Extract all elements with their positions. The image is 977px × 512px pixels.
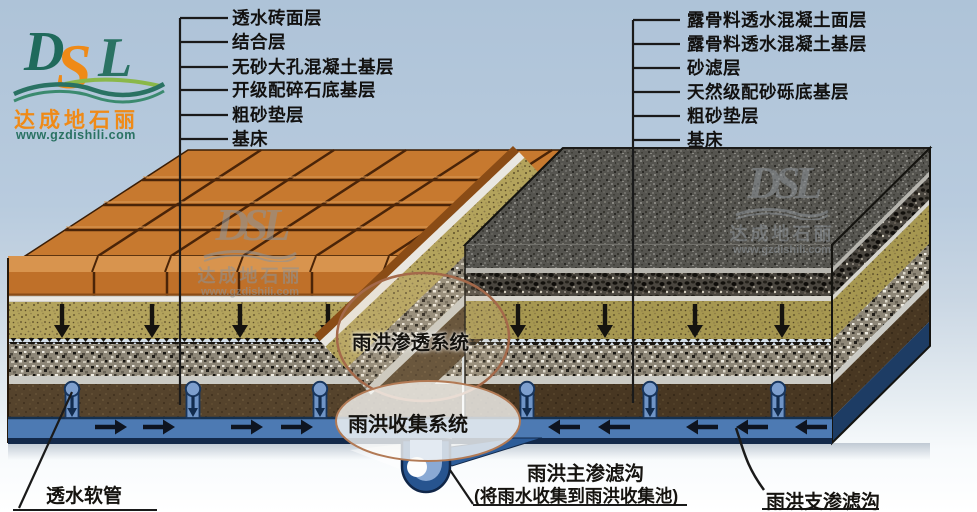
watermark-right: DSL 达成地石丽 www.gzdishili.com xyxy=(722,157,842,257)
layer-sand-filter xyxy=(465,296,832,301)
watermark-waves-icon xyxy=(203,250,297,263)
right-block xyxy=(462,145,933,446)
main-trench-label: 雨洪主渗滤沟 xyxy=(527,463,645,485)
layer-ea-surface xyxy=(465,245,832,268)
main-trench-leader xyxy=(449,469,474,505)
branch-trench-leader xyxy=(734,427,766,491)
label-subgrade: 基床 xyxy=(232,129,268,149)
permeable-hose-label: 透水软管 xyxy=(46,486,123,507)
watermark-mark: DSL xyxy=(747,157,823,208)
permeable-hoses xyxy=(63,380,787,419)
hose-leader xyxy=(17,391,74,509)
watermark-website: www.gzdishili.com xyxy=(733,244,831,256)
watermark-website: www.gzdishili.com xyxy=(201,286,299,298)
label-no-sand-concrete-base: 无砂大孔混凝土基层 xyxy=(232,57,394,77)
label-coarse-sand-cushion: 粗砂垫层 xyxy=(232,105,304,125)
layer-graded-sand-gravel xyxy=(465,301,832,339)
leader-lines xyxy=(13,16,879,511)
right-side-face xyxy=(831,145,931,446)
cut-face xyxy=(314,146,595,421)
watermark-company: 达成地石丽 xyxy=(197,266,303,286)
company-logo: D S L 达成地石丽 www.gzdishili.com xyxy=(10,20,170,150)
watermark-waves-icon xyxy=(735,208,829,221)
collection-ellipse xyxy=(335,380,521,462)
layer-coarse-sand xyxy=(8,376,462,384)
watermark-mark: DSL xyxy=(215,199,291,250)
label-ea-concrete-surface: 露骨料透水混凝土面层 xyxy=(687,10,867,30)
branch-trench-label: 雨洪支渗滤沟 xyxy=(766,492,881,512)
label-brick-surface: 透水砖面层 xyxy=(232,8,322,28)
label-open-graded-gravel-subbase: 开级配碎石底基层 xyxy=(232,80,376,100)
main-trench-note: (将雨水收集到雨洪收集池) xyxy=(474,486,679,506)
infiltration-system-label: 雨洪渗透系统 xyxy=(352,332,470,354)
watermark-company: 达成地石丽 xyxy=(729,224,835,244)
logo-letter-d: D xyxy=(24,21,65,83)
logo-waves-icon xyxy=(13,77,166,104)
logo-website: www.gzdishili.com xyxy=(16,128,136,142)
collection-system-label: 雨洪收集系统 xyxy=(348,414,468,436)
label-coarse-sand-cushion-right: 粗砂垫层 xyxy=(687,106,759,126)
logo-company-name: 达成地石丽 xyxy=(14,109,139,132)
label-natural-graded-subbase: 天然级配砂砾底基层 xyxy=(687,82,849,102)
label-ea-concrete-base: 露骨料透水混凝土基层 xyxy=(687,34,867,54)
layer-ea-base xyxy=(465,273,832,296)
label-subgrade-right: 基床 xyxy=(687,130,723,150)
label-bonding-layer: 结合层 xyxy=(232,32,286,52)
label-sand-filter-layer: 砂滤层 xyxy=(687,58,741,78)
watermark-left: DSL 达成地石丽 www.gzdishili.com xyxy=(190,199,310,299)
